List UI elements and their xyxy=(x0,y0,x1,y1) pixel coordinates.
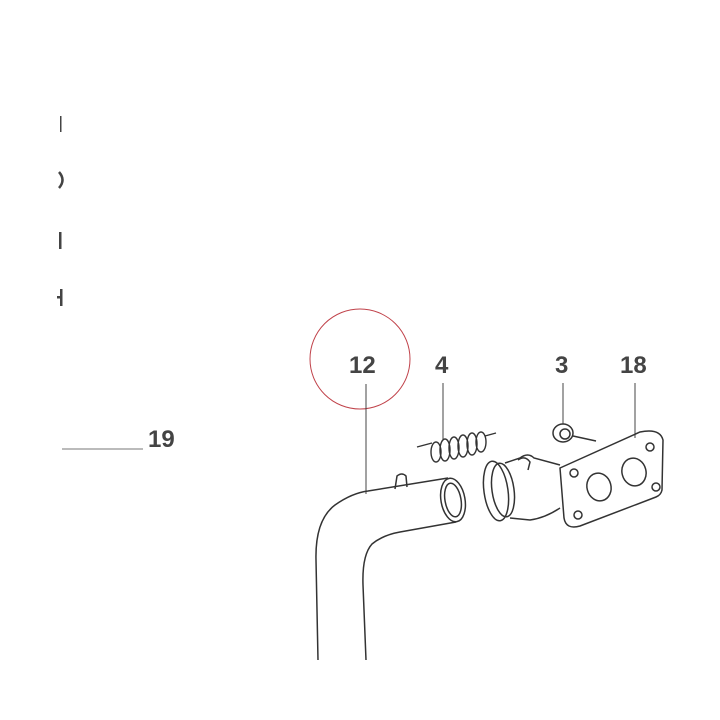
callout-18[interactable]: 18 xyxy=(620,352,647,379)
spring-part-4 xyxy=(416,431,497,463)
flange-pipe xyxy=(482,454,561,522)
pipe-part-12 xyxy=(315,473,467,661)
nut-part-3 xyxy=(552,423,597,443)
cropped-label-fragments xyxy=(57,116,64,306)
callout-19[interactable]: 19 xyxy=(148,426,175,453)
gasket-part-18 xyxy=(559,430,664,528)
callout-3[interactable]: 3 xyxy=(555,352,569,379)
callout-4[interactable]: 4 xyxy=(435,352,449,379)
leader-lines xyxy=(365,383,636,494)
highlight-circle xyxy=(309,308,411,410)
callout-12[interactable]: 12 xyxy=(349,352,376,379)
